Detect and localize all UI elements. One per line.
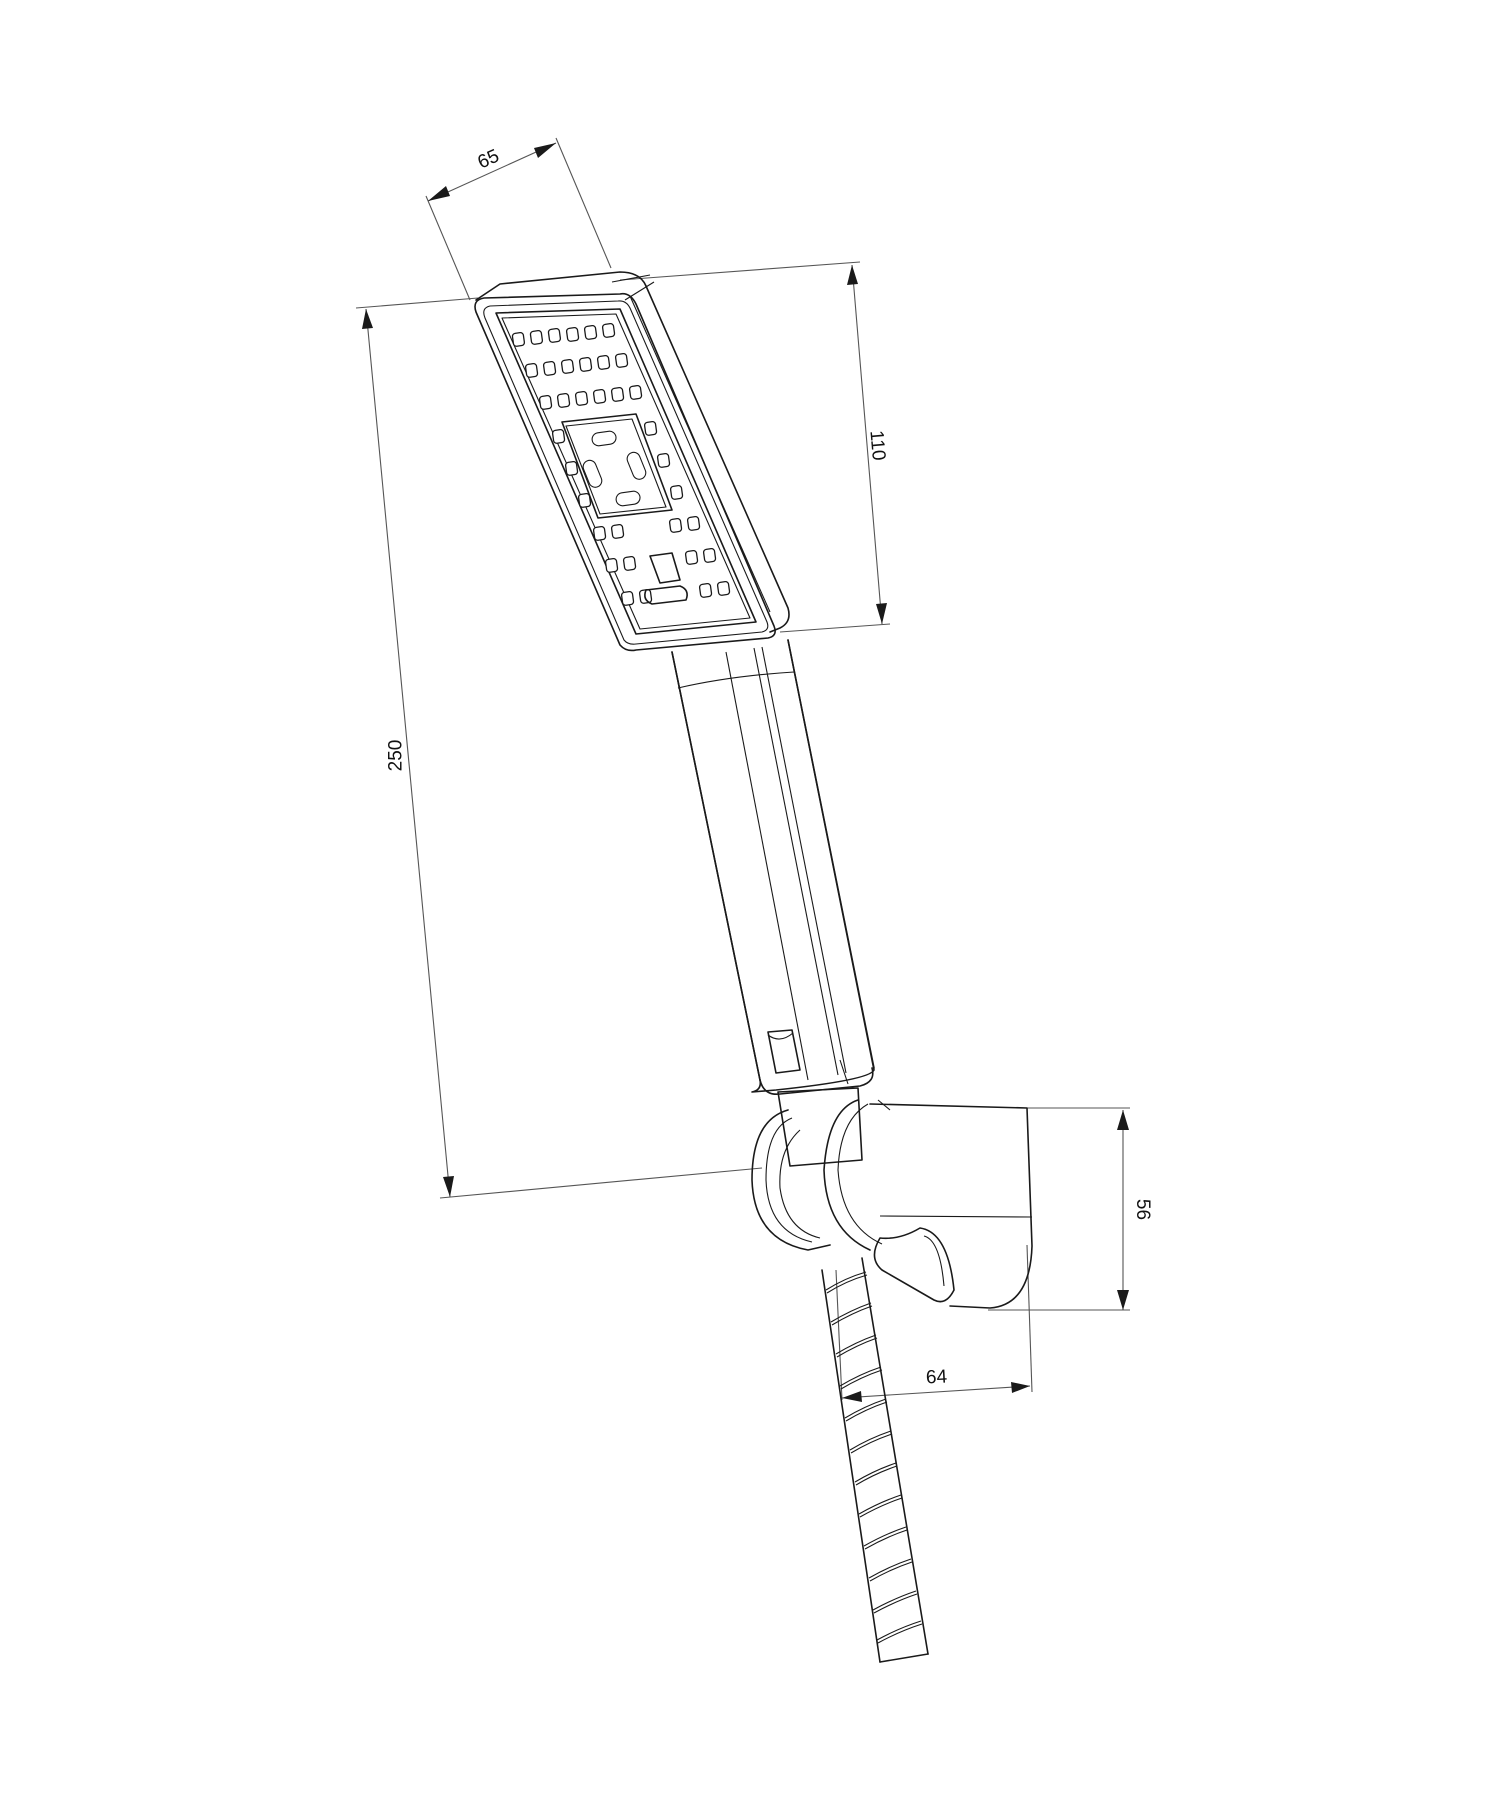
dimension-label-total-length: 250	[385, 739, 407, 772]
spray-selector-lever	[644, 552, 688, 605]
nozzle-grid	[511, 322, 731, 606]
dimension-64	[835, 1244, 1033, 1402]
handle-end-cap	[767, 1029, 801, 1074]
dimension-250	[355, 297, 763, 1199]
center-plate	[561, 413, 673, 519]
wall-bracket	[751, 1087, 1033, 1309]
dimension-56	[988, 1107, 1130, 1311]
dimension-label-bracket-depth: 64	[925, 1366, 948, 1389]
handle	[671, 639, 875, 1096]
shower-head	[474, 271, 790, 652]
dimension-65	[425, 137, 612, 301]
dimension-label-head-length: 110	[865, 429, 889, 462]
dimension-110	[619, 261, 891, 633]
flexible-hose	[821, 1257, 929, 1663]
dimension-label-bracket-height: 56	[1132, 1198, 1154, 1221]
